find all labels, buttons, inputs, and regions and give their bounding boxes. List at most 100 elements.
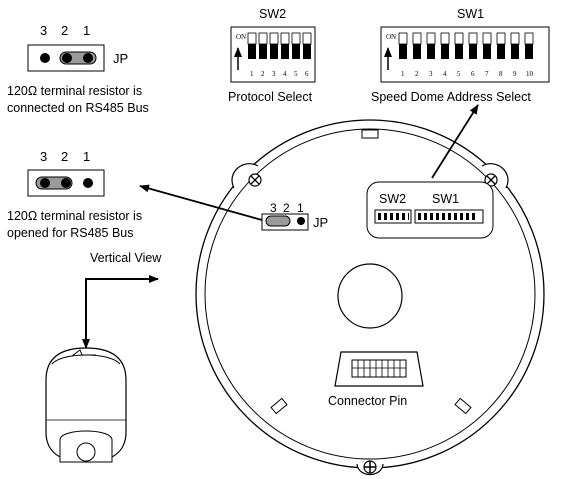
sw1-lever-knob [412,32,422,45]
sw1-lever [483,33,491,59]
sw1-lever-knob [398,32,408,45]
sw1-lever-knob [440,32,450,45]
board-jp-pin1-dot [297,217,305,225]
connector-pin-grid [352,360,406,377]
board-jp: 3 2 1 JP [261,201,328,231]
sw2-num-2: 2 [261,70,265,78]
jp-opened-detail: 3 2 1 120Ω terminal resistor is opened f… [7,149,142,240]
jp-mid-pin-1: 1 [83,149,90,164]
board-jp-jumper [265,215,291,227]
camera-top-mark [71,349,96,357]
connector-pins [351,359,407,378]
jp-top-pin-2: 2 [61,23,68,38]
sw1-num-9: 9 [513,70,517,78]
sw2-lever-knob [280,32,290,45]
jp-mid-caption-line2: opened for RS485 Bus [7,226,133,240]
sw1-detail: SW1 ON 1 2 3 4 5 6 7 8 9 10 Speed Dome A… [371,7,550,104]
sw2-lever [270,33,278,59]
board-sw2-label: SW2 [379,192,406,206]
screw-icon [363,460,377,474]
sw2-num-3: 3 [272,70,276,78]
sw2-lever-knob [247,32,257,45]
sw1-body [380,26,550,83]
sw1-lever-knob [510,32,520,45]
sw1-num-7: 7 [485,70,489,78]
sw1-num-10: 10 [526,70,534,78]
board-sw1-levers [418,213,475,220]
callout-arrow-sw [431,104,479,179]
sw1-num-6: 6 [471,70,475,78]
sw2-lever-knob [291,32,301,45]
board-jp-label: JP [313,215,328,230]
sw2-on-label: ON [236,33,246,41]
sw2-detail: SW2 ON 1 2 3 4 5 6 Protocol Select [228,7,316,104]
jp-top-pin-1: 1 [83,23,90,38]
cable-hole [337,263,403,329]
sw2-num-4: 4 [283,70,287,78]
jp-mid-pin1-dot [83,178,93,188]
sw1-num-4: 4 [443,70,447,78]
sw1-num-2: 2 [415,70,419,78]
sw1-levers [398,32,534,59]
jp-top-label: JP [113,51,128,66]
sw1-lever [455,33,463,59]
connector: Connector Pin [328,351,424,408]
sw1-lever [511,33,519,59]
sw1-lever [413,33,421,59]
jp-mid-caption-line1: 120Ω terminal resistor is [7,209,142,223]
sw2-lever [248,33,256,59]
jp-mid-pin2-dot [61,178,71,188]
sw2-caption: Protocol Select [228,90,313,104]
sw1-num-1: 1 [401,70,405,78]
sw1-caption: Speed Dome Address Select [371,90,531,104]
camera-lens [76,442,96,462]
jp-connected-detail: 3 2 1 JP 120Ω terminal resistor is conne… [7,23,149,115]
vertical-view-arrow-right [85,275,159,345]
sw2-lever [259,33,267,59]
sw2-lever-knob [302,32,312,45]
sw2-num-6: 6 [305,70,309,78]
dome-base-board: 3 2 1 JP SW2 SW1 Connector Pin [195,119,545,476]
sw1-lever-knob [426,32,436,45]
sw2-lever [303,33,311,59]
jp-top-caption-line2: connected on RS485 Bus [7,101,149,115]
speed-dome-camera [45,347,127,463]
sw1-num-5: 5 [457,70,461,78]
ring-tab-top [361,129,379,139]
sw1-lever [427,33,435,59]
sw1-lever-knob [524,32,534,45]
board-jp-pin-3: 3 [270,201,277,215]
screw-icon [248,173,262,187]
jp-top-pin1-dot [83,53,93,63]
sw1-lever [497,33,505,59]
sw2-lever-knob [269,32,279,45]
ring-tab-bottom-left [270,397,288,415]
jp-mid-pin3-dot [40,178,50,188]
sw1-num-8: 8 [499,70,503,78]
sw2-lever [281,33,289,59]
sw1-lever [469,33,477,59]
sw2-levers [247,32,312,59]
board-sw2-levers [378,213,409,220]
sw1-on-label: ON [386,33,396,41]
sw1-lever [525,33,533,59]
sw1-lever [399,33,407,59]
sw2-title: SW2 [259,7,286,21]
sw1-lever-knob [454,32,464,45]
board-sw1-label: SW1 [432,192,459,206]
jp-mid-pin-3: 3 [40,149,47,164]
connector-label: Connector Pin [328,394,407,408]
sw1-lever-knob [496,32,506,45]
sw2-num-1: 1 [250,70,254,78]
jp-top-pin2-dot [62,53,72,63]
callout-arrow-jp [139,184,263,221]
housing-ear-left [231,163,259,189]
vertical-view-label: Vertical View [90,251,162,265]
ring-tab-bottom-right [454,397,472,415]
jp-top-pin3-dot [40,53,50,63]
sw2-num-5: 5 [294,70,298,78]
board-dip-switch-block: SW2 SW1 [366,181,494,239]
jp-top-caption-line1: 120Ω terminal resistor is [7,84,142,98]
